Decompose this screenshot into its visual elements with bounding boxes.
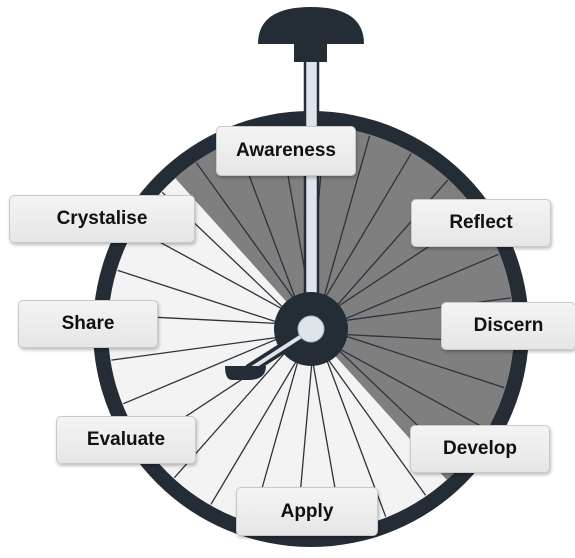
crank-arm-highlight (250, 335, 302, 370)
spoke (117, 269, 290, 327)
stage-label-evaluate: Evaluate (56, 416, 196, 464)
spoke (332, 331, 505, 389)
stage-label-discern: Discern (441, 302, 575, 350)
spoke (327, 342, 487, 430)
spoke (135, 228, 295, 316)
axle (297, 315, 325, 343)
spoke (123, 333, 290, 405)
spoke (195, 162, 303, 310)
stage-label-reflect: Reflect (411, 199, 551, 247)
stage-label-crystalise: Crystalise (9, 195, 195, 243)
spoke (332, 253, 499, 325)
spoke (331, 297, 511, 323)
stage-label-apply: Apply (236, 487, 378, 536)
spoke (319, 135, 371, 310)
stage-label-awareness: Awareness (216, 126, 356, 176)
stage-label-share: Share (18, 300, 158, 348)
spoke (318, 153, 412, 309)
stage-label-develop: Develop (410, 425, 550, 473)
handle-stem (303, 58, 320, 324)
spoke (111, 335, 291, 361)
handle-knob (258, 7, 364, 44)
spoke (319, 348, 427, 496)
handle-collar (294, 44, 327, 62)
spoke (210, 349, 304, 505)
crank-foot (225, 366, 266, 380)
